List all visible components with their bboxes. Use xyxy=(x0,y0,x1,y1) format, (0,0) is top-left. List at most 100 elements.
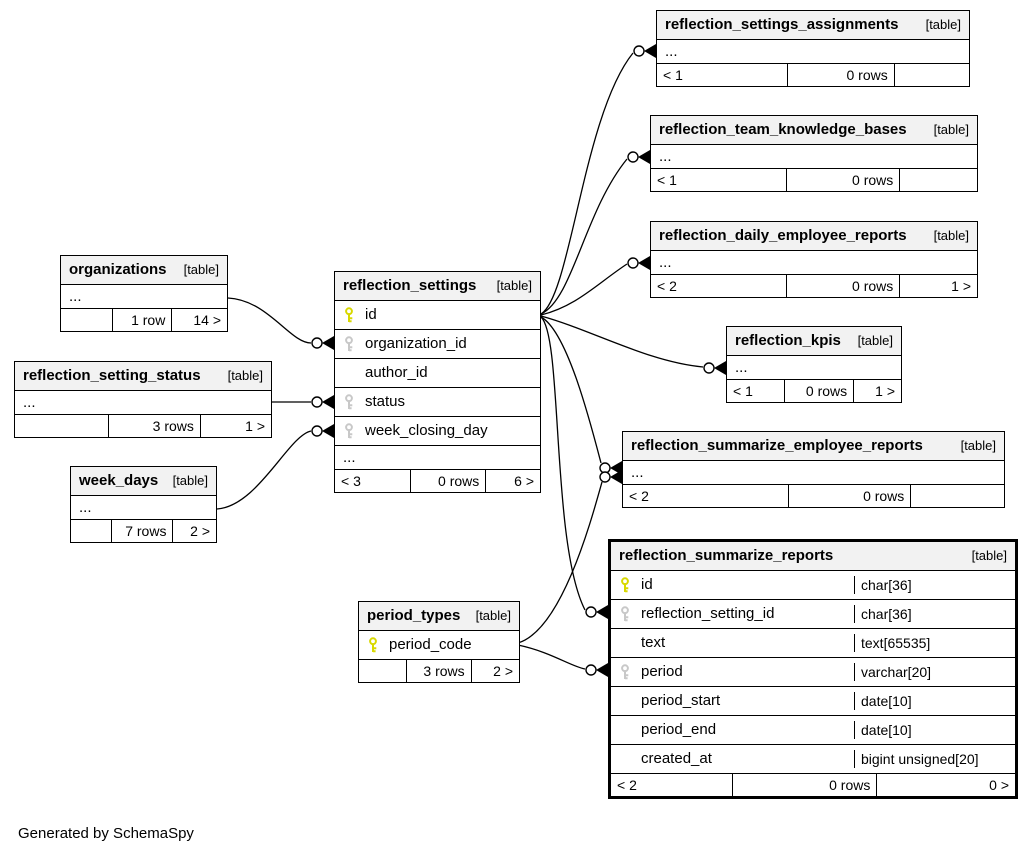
footer-children-count: 14 > xyxy=(193,312,221,328)
table-name[interactable]: reflection_summarize_employee_reports xyxy=(631,437,923,454)
column-organization_id: organization_id xyxy=(335,330,540,359)
footer-children-count xyxy=(900,169,977,191)
relationship-curve xyxy=(540,52,634,315)
table-name[interactable]: reflection_settings xyxy=(343,277,477,294)
table-reflection_team_knowledge_bases[interactable]: reflection_team_knowledge_bases[table]..… xyxy=(650,115,978,192)
zero-circle xyxy=(311,396,323,408)
crows-foot-icon xyxy=(596,663,608,677)
table-name[interactable]: week_days xyxy=(79,472,159,489)
table-reflection_daily_employee_reports[interactable]: reflection_daily_employee_reports [table]… xyxy=(650,221,978,298)
foreign-key-icon xyxy=(343,423,365,439)
table-reflection_settings_assignments[interactable]: reflection_settings_assignments [table]..… xyxy=(656,10,970,87)
footer-parents-count: < 2 xyxy=(623,485,790,507)
crows-foot-icon xyxy=(644,44,656,58)
table-type-tag: [table] xyxy=(183,262,219,277)
table-name[interactable]: reflection_kpis xyxy=(735,332,841,349)
table-name[interactable]: reflection_summarize_reports xyxy=(619,547,834,564)
primary-key-icon xyxy=(619,577,641,593)
column-name: ... xyxy=(69,289,82,304)
table-header[interactable]: reflection_summarize_employee_reports [ta… xyxy=(623,432,1004,461)
column-name: ... xyxy=(343,450,356,465)
footer-children-count: 2 > xyxy=(493,663,513,679)
relationship-curve xyxy=(540,158,628,315)
column-name: ... xyxy=(659,255,672,270)
column-name: period xyxy=(641,663,683,680)
column-name: period_end xyxy=(641,721,717,738)
table-name[interactable]: organizations xyxy=(69,261,167,278)
foreign-key-icon xyxy=(343,336,365,352)
footer-children-count: 1 > xyxy=(951,278,971,294)
footer-row-count: 0 rows xyxy=(787,169,901,191)
column-name: organization_id xyxy=(365,335,467,352)
column-name: reflection_setting_id xyxy=(641,605,775,622)
column-name: author_id xyxy=(365,364,428,381)
column-name: week_closing_day xyxy=(365,422,488,439)
table-type-tag: [table] xyxy=(933,228,969,243)
table-name[interactable]: reflection_team_knowledge_bases xyxy=(659,121,907,138)
table-name[interactable]: reflection_settings_assignments xyxy=(665,16,899,33)
crows-foot-icon xyxy=(714,361,726,375)
column-period_code: period_code xyxy=(359,631,519,660)
crows-foot-icon xyxy=(322,395,334,409)
relationship-curve xyxy=(517,644,586,670)
table-header[interactable]: reflection_setting_status[table] xyxy=(15,362,271,391)
column-name: ... xyxy=(659,149,672,164)
table-header[interactable]: period_types [table] xyxy=(359,602,519,631)
table-reflection_setting_status[interactable]: reflection_setting_status[table]... 3 ro… xyxy=(14,361,272,438)
table-header[interactable]: reflection_settings[table] xyxy=(335,272,540,301)
crows-foot-icon xyxy=(638,150,650,164)
table-type-tag: [table] xyxy=(475,608,511,623)
footer-row-count: 7 rows xyxy=(112,520,174,542)
column-name: period_code xyxy=(389,636,472,653)
column-type: char[36] xyxy=(854,576,1007,594)
table-type-tag: [table] xyxy=(925,17,961,32)
table-reflection_summarize_employee_reports[interactable]: reflection_summarize_employee_reports [ta… xyxy=(622,431,1005,508)
column-type: bigint unsigned[20] xyxy=(854,750,1007,768)
table-name[interactable]: period_types xyxy=(367,607,461,624)
column-week_closing_day: week_closing_day xyxy=(335,417,540,446)
footer-parents-count: < 1 xyxy=(657,64,789,86)
footer-parents-count xyxy=(15,415,110,437)
zero-circle xyxy=(627,257,639,269)
table-header[interactable]: week_days[table] xyxy=(71,467,216,496)
table-header[interactable]: organizations [table] xyxy=(61,256,227,285)
table-name[interactable]: reflection_setting_status xyxy=(23,367,201,384)
table-header[interactable]: reflection_team_knowledge_bases[table] xyxy=(651,116,977,145)
column-name: ... xyxy=(665,44,678,59)
crows-foot-icon xyxy=(610,470,622,484)
table-header[interactable]: reflection_kpis[table] xyxy=(727,327,901,356)
zero-circle xyxy=(633,45,645,57)
zero-circle xyxy=(599,471,611,483)
footer-parents-count: < 2 xyxy=(651,275,787,297)
column-ellipsis-row: ... xyxy=(651,251,977,275)
table-header[interactable]: reflection_settings_assignments [table] xyxy=(657,11,969,40)
table-header[interactable]: reflection_daily_employee_reports [table] xyxy=(651,222,977,251)
column-ellipsis-row: ... xyxy=(15,391,271,415)
crows-foot-icon xyxy=(638,256,650,270)
table-type-tag: [table] xyxy=(960,438,996,453)
column-type: varchar[20] xyxy=(854,663,1007,681)
footer-row-count: 0 rows xyxy=(411,470,487,492)
column-name: ... xyxy=(23,395,36,410)
footer-parents-count: < 1 xyxy=(727,380,786,402)
relationship-curve xyxy=(540,316,586,611)
table-header[interactable]: reflection_summarize_reports[table] xyxy=(611,542,1015,571)
table-name[interactable]: reflection_daily_employee_reports xyxy=(659,227,907,244)
zero-circle xyxy=(585,606,597,618)
crows-foot-icon xyxy=(322,424,334,438)
